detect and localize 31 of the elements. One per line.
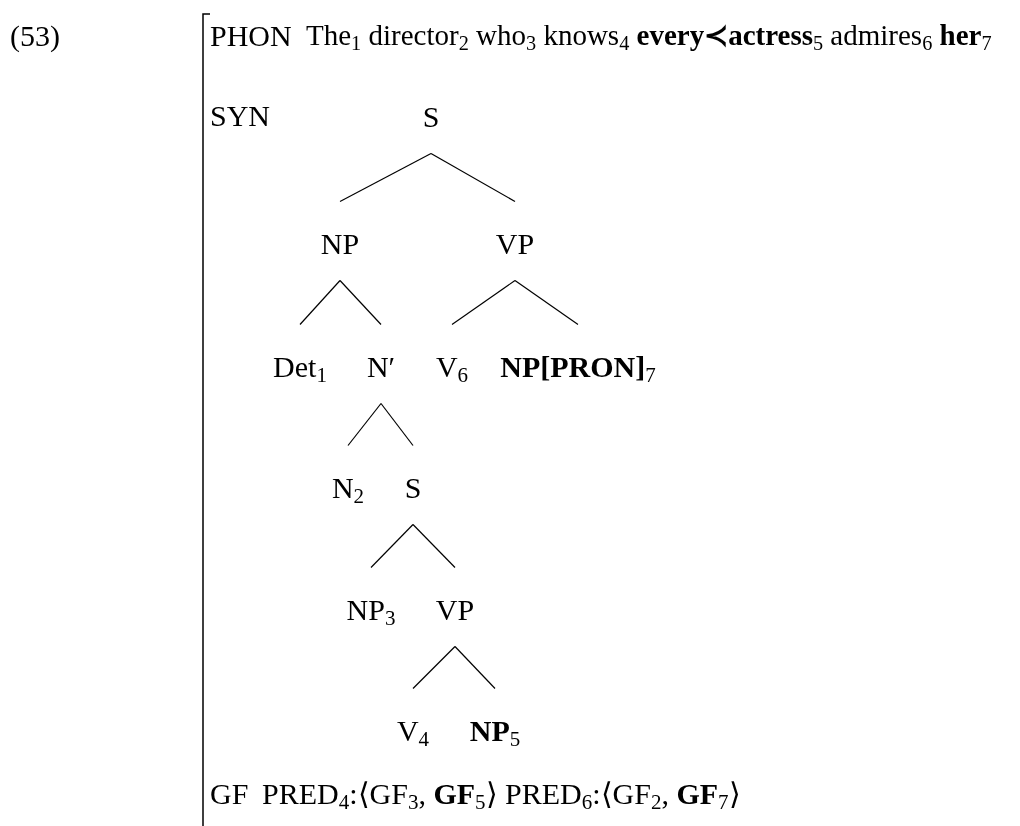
tree-branch [430, 152, 516, 203]
tree-branch [380, 402, 414, 447]
tree-node-label: S [402, 445, 424, 525]
tree-node-label: NP [318, 201, 362, 281]
tree-node-label: VP [493, 201, 537, 281]
tree-branch [454, 645, 496, 690]
tree-branch [412, 645, 456, 690]
tree-branch [412, 523, 456, 569]
example-number: (53) [10, 20, 60, 51]
tree-branch [514, 279, 579, 326]
phonology-sentence: The$_{1}$ director$_{2}$ who$_{3}$ knows$_{4}$ every≺actress$_{5}$ admires$_{6}$ her$_{7}$ [306, 20, 992, 51]
tree-node-label: N$_{2}$ [329, 445, 367, 525]
row-label: PHON [210, 20, 292, 51]
tree-branch [451, 279, 516, 326]
row-label: GF [210, 778, 249, 809]
tree-branch [299, 279, 341, 326]
tree-node-label: N′ [364, 324, 398, 404]
tree-branch [339, 279, 382, 326]
tree-node-label: NP[PRON]$_{7}$ [498, 324, 658, 404]
tree-branch [347, 402, 382, 447]
tree-node-label: NP$_{5}$ [467, 688, 523, 768]
tree-branch [339, 152, 432, 203]
grammatical-function-text: PRED$_{4}$:⟨GF$_{3}$, GF$_{5}$⟩ PRED$_{6}$:⟨GF$_{2}$, GF$_{7}$⟩ [262, 778, 741, 809]
tree-node-label: V$_{4}$ [394, 688, 432, 768]
tree-node-label: VP [433, 567, 477, 647]
tree-branch [370, 523, 414, 569]
tree-node-label: V$_{6}$ [433, 324, 471, 404]
tree-node-label: S [420, 74, 442, 154]
row-label: SYN [210, 100, 270, 131]
tree-node-label: Det$_{1}$ [271, 324, 329, 404]
tree-node-label: NP$_{3}$ [344, 567, 398, 647]
